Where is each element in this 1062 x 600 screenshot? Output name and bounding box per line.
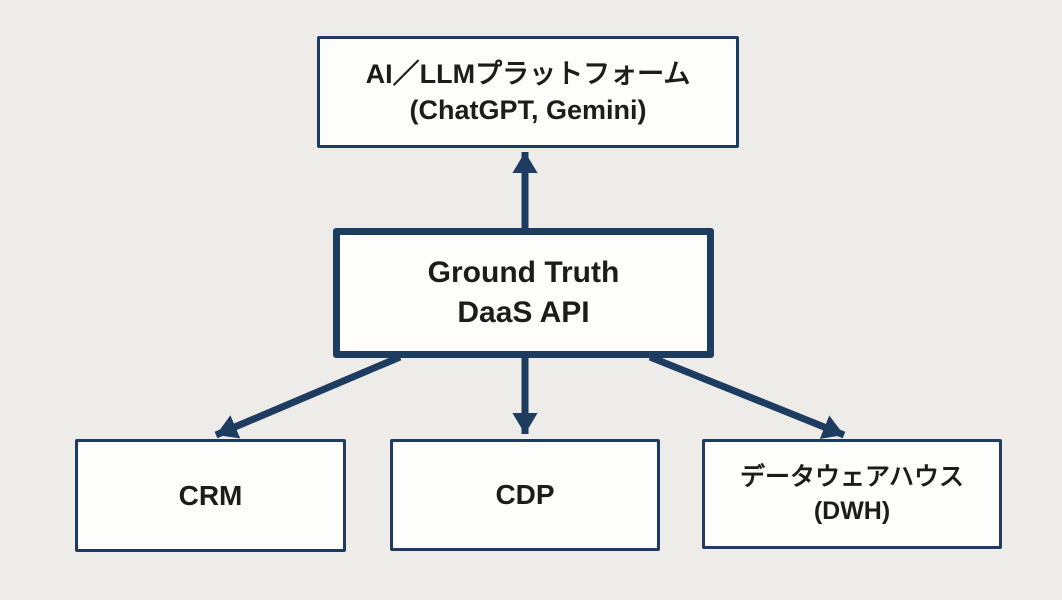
cdp-node-label: CDP xyxy=(495,479,555,510)
daas-api-node-line2: DaaS API xyxy=(457,296,590,329)
crm-node-label: CRM xyxy=(178,479,243,511)
daas-api-node: Ground Truth DaaS API xyxy=(333,228,714,358)
dwh-node-line1: データウェアハウス xyxy=(739,463,964,491)
platform-node-line1: AI／LLMプラットフォーム xyxy=(365,59,691,89)
dwh-node: データウェアハウス (DWH) xyxy=(702,439,1002,549)
platform-node: AI／LLMプラットフォーム (ChatGPT, Gemini) xyxy=(317,36,739,148)
crm-node: CRM xyxy=(75,439,346,552)
daas-api-node-line1: Ground Truth xyxy=(427,256,620,289)
arrow-daas-to-crm xyxy=(214,353,402,439)
arrow-daas-to-dwh xyxy=(648,353,846,439)
platform-node-line2: (ChatGPT, Gemini) xyxy=(409,95,647,125)
dwh-node-line2: (DWH) xyxy=(813,497,891,525)
cdp-node: CDP xyxy=(390,439,660,551)
